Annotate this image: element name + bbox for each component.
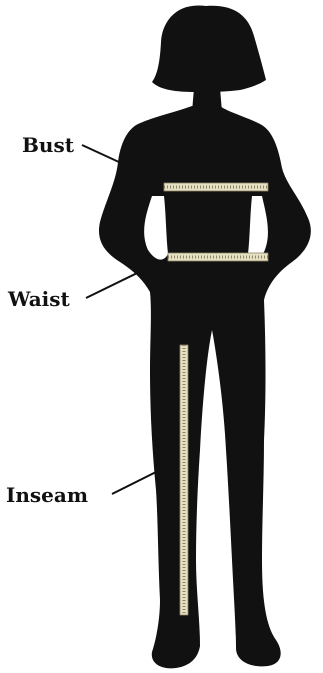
waist-tape	[168, 253, 268, 261]
waist-label: Waist	[8, 289, 70, 309]
inseam-tape	[180, 345, 188, 615]
woman-silhouette	[99, 5, 311, 668]
inseam-label: Inseam	[6, 485, 88, 505]
bust-tape	[164, 183, 268, 191]
bust-label: Bust	[22, 135, 74, 155]
head-hair-shape	[152, 5, 266, 92]
